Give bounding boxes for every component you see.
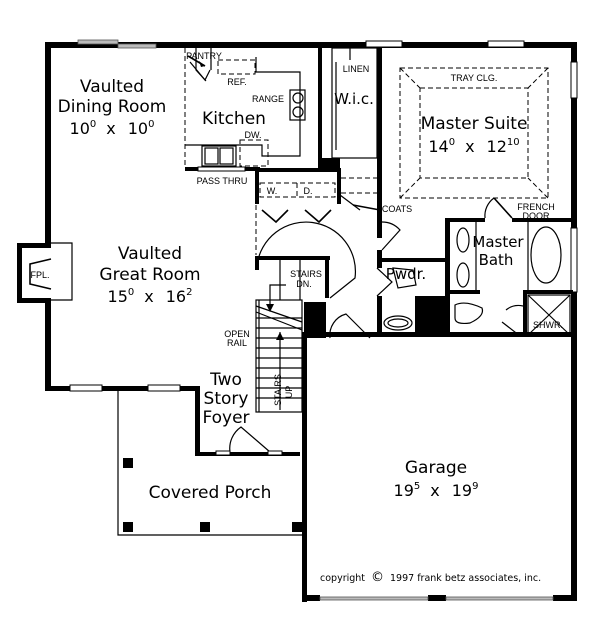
kitchen-fixtures: PANTRY REF. RANGE DW. PASS THRU — [185, 48, 306, 186]
master-suite-label: Master Suite — [421, 114, 528, 134]
stairs: STAIRS DN. OPEN RAIL STAIRS UP — [224, 260, 322, 413]
open-rail-label-2: RAIL — [227, 338, 247, 348]
stairs-up-label-2: UP — [284, 386, 294, 399]
copyright-notice: copyright©1997 frank betz associates, in… — [320, 570, 541, 585]
shower-label: SHWR. — [533, 320, 563, 330]
laundry: W. D. — [259, 182, 336, 224]
washer-label: W. — [267, 186, 278, 196]
covered-porch — [117, 391, 302, 536]
walk-in-closet: LINEN — [331, 47, 378, 159]
great-room-label-1: Vaulted — [118, 244, 182, 264]
open-rail-label-1: OPEN — [224, 329, 250, 339]
dryer-label: D. — [304, 186, 313, 196]
stairs-down-label-1: STAIRS — [290, 269, 322, 279]
doors — [215, 194, 524, 456]
tray-ceiling: TRAY CLG. — [399, 67, 549, 199]
fireplace-label: FPL. — [30, 270, 49, 280]
garage-label: Garage — [405, 458, 467, 478]
coats-arrow — [352, 204, 381, 211]
ref-label: REF. — [227, 77, 247, 87]
powder-room-label: Pwdr. — [386, 265, 426, 283]
wic-label: W.i.c. — [334, 90, 374, 108]
dining-room-label-2: Dining Room — [58, 97, 167, 117]
fireplace: FPL. — [17, 242, 73, 303]
pass-thru-label: PASS THRU — [197, 176, 248, 186]
french-door-label-1: FRENCH — [517, 202, 555, 212]
foyer-label-1: Two — [209, 370, 242, 390]
foyer-label-2: Story — [204, 389, 249, 409]
linen-label: LINEN — [343, 64, 370, 74]
coats-label: COATS — [382, 204, 412, 214]
kitchen-label: Kitchen — [202, 109, 266, 129]
range-label: RANGE — [252, 94, 284, 104]
master-bath-label-1: Master — [472, 233, 524, 251]
dining-room-label-1: Vaulted — [80, 77, 144, 97]
foyer-label-3: Foyer — [202, 408, 249, 428]
great-room-label-2: Great Room — [99, 265, 200, 285]
french-door-label-2: DOOR — [523, 211, 551, 221]
stairs-up-label-1: STAIRS — [273, 374, 283, 406]
bath-fixtures: SHWR. — [383, 222, 571, 336]
tray-ceiling-label: TRAY CLG. — [451, 73, 498, 83]
stairs-down-label-2: DN. — [296, 279, 312, 289]
pantry-label: PANTRY — [186, 51, 222, 61]
interior-walls — [184, 48, 574, 338]
master-bath-label-2: Bath — [479, 251, 514, 269]
covered-porch-label: Covered Porch — [149, 483, 272, 503]
windows — [69, 39, 578, 601]
dw-label: DW. — [245, 130, 262, 140]
